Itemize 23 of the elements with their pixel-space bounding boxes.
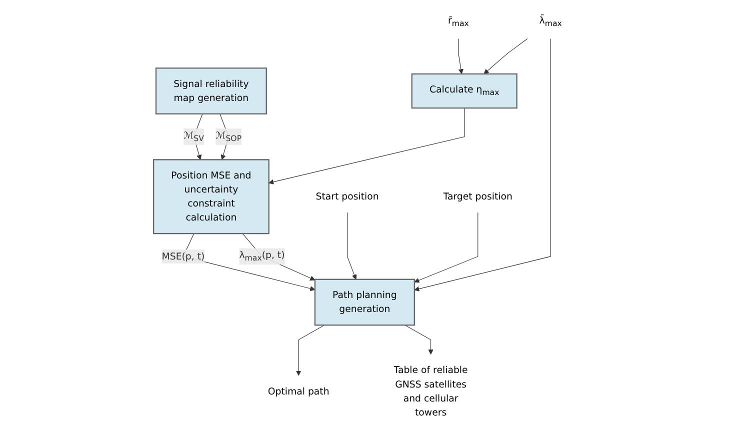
- node-box: Calculate η$_{max}$: [411, 73, 518, 109]
- edge-label: ℳ$_{SOP}$: [216, 130, 242, 144]
- arrow: [458, 38, 464, 74]
- edge-label: ℳ$_{SV}$: [184, 130, 204, 144]
- edge-label: MSE(p, t): [162, 250, 205, 262]
- node-box: Path planning generation: [314, 278, 416, 326]
- node-box: Position MSE and uncertainty constraint calculation: [152, 159, 270, 234]
- node-text: r̄$_{max}$: [448, 14, 469, 28]
- node-text: λ̄$_{max}$: [539, 14, 562, 28]
- node-text: Start position: [316, 190, 379, 202]
- arrow: [414, 212, 478, 283]
- arrow: [346, 212, 357, 280]
- arrow: [484, 38, 528, 74]
- arrow: [296, 324, 325, 376]
- node-text: Optimal path: [268, 386, 330, 397]
- node-text: Target position: [443, 190, 512, 202]
- arrow: [404, 324, 434, 355]
- arrow: [414, 38, 551, 292]
- arrow: [193, 114, 203, 160]
- node-box: Signal reliability map generation: [155, 68, 267, 114]
- edge-label: λ$_{max}$(p, t): [239, 249, 285, 263]
- arrow: [268, 108, 465, 184]
- node-text: Table of reliable GNSS satellites and cellular towers: [394, 364, 468, 418]
